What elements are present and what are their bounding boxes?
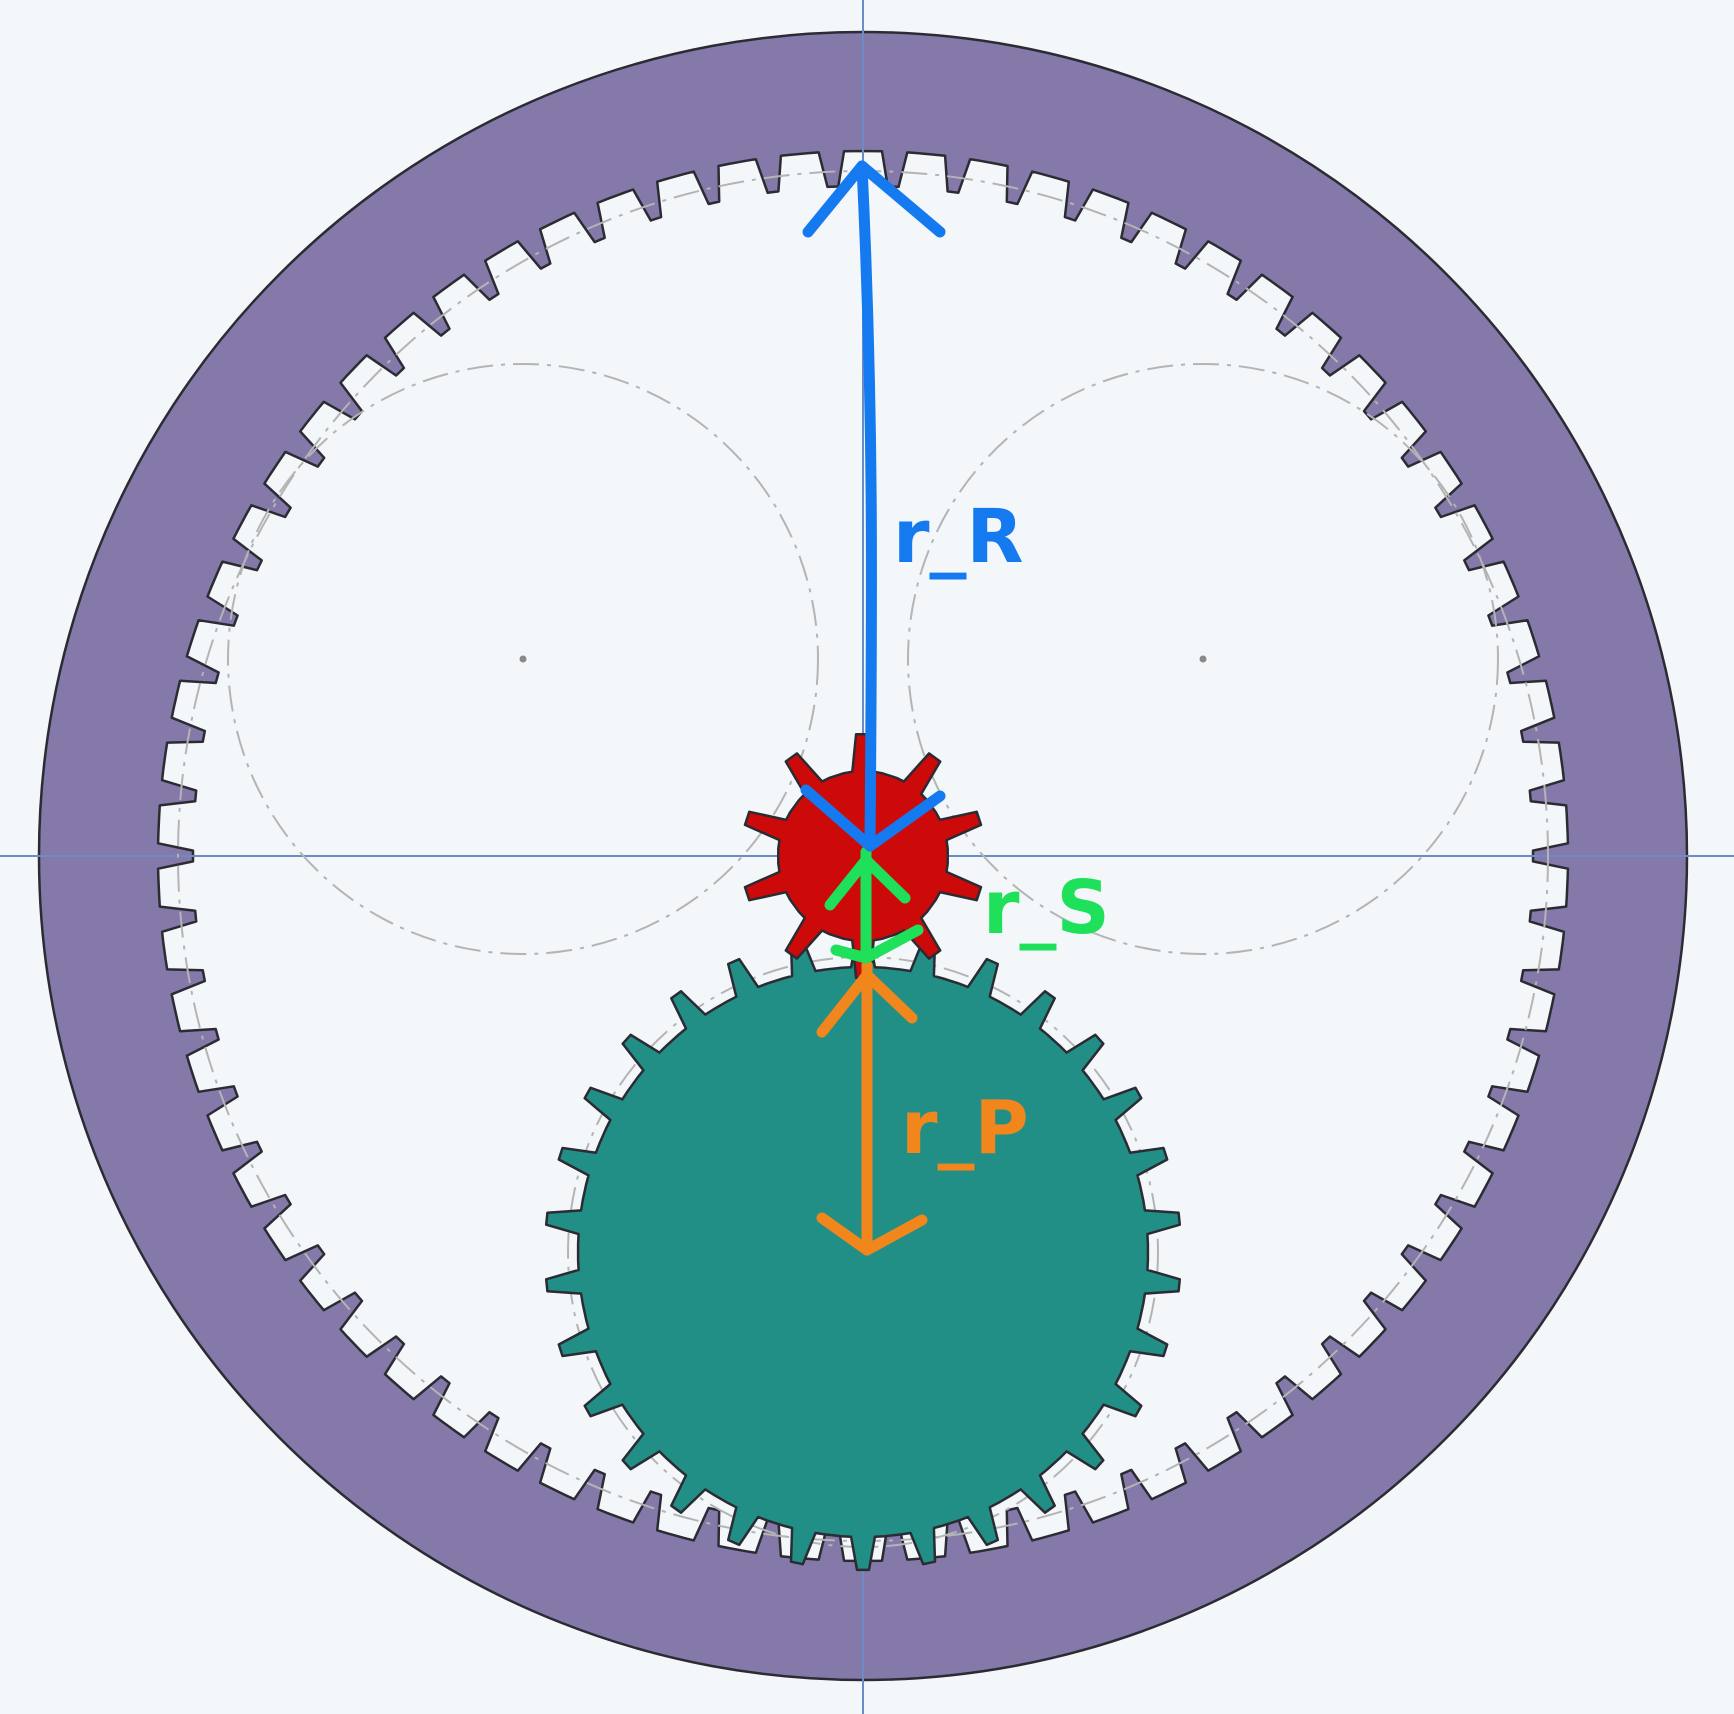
sun-radius-label: r_S — [983, 865, 1110, 951]
ring-radius-arrow — [800, 160, 946, 852]
planet-radius-label: r_P — [901, 1085, 1029, 1171]
left-planet-pitch-circle — [227, 363, 819, 955]
right-planet-pitch-circle — [907, 363, 1499, 955]
planet-radius-arrow — [816, 959, 928, 1256]
ring-radius-label: r_R — [893, 494, 1023, 580]
left-planet-center-dot — [519, 655, 527, 663]
sun-radius-arrow — [824, 846, 924, 964]
right-planet-center-dot — [1199, 655, 1207, 663]
